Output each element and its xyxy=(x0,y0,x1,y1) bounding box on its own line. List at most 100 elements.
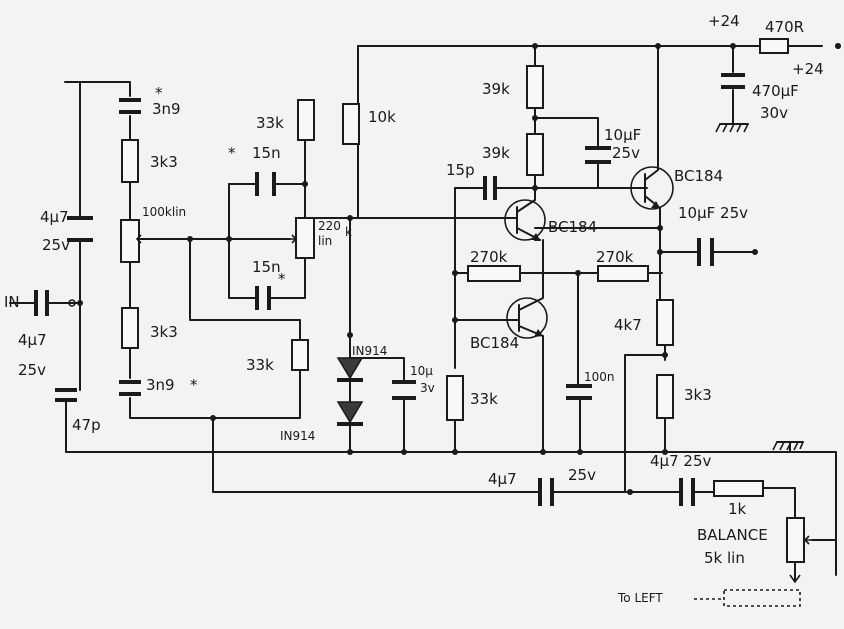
label-220-lin: lin xyxy=(318,234,332,248)
label-star-3n9-top: * xyxy=(155,84,163,102)
diodes xyxy=(336,357,364,426)
label-39k-mid: 39k xyxy=(482,144,510,162)
label-15n-bottom: 15n xyxy=(252,258,281,276)
cap-10uf-output xyxy=(697,238,714,266)
label-output-cap: 10μF 25v xyxy=(678,204,748,222)
label-to-left: To LEFT xyxy=(617,591,663,605)
cap-470uf xyxy=(721,73,745,89)
label-3n9-bottom: 3n9 xyxy=(146,376,175,394)
label-coupling-4u7: 4μ7 xyxy=(40,208,69,226)
label-bc184-q1: BC184 xyxy=(548,218,597,236)
label-balance-cap-right: 4μ7 25v xyxy=(650,452,711,470)
label-supply-in: +24 xyxy=(708,12,740,30)
resistor-39k-mid xyxy=(526,133,544,176)
resistor-1k xyxy=(713,480,764,497)
resistor-10k xyxy=(342,103,360,145)
label-10uf-25v: 25v xyxy=(612,144,640,162)
pot-220k-lin xyxy=(285,217,315,259)
transistor-q2-bc184 xyxy=(504,261,548,339)
label-input-cap-volt: 25v xyxy=(18,361,46,379)
ground-symbols xyxy=(715,123,804,451)
junction-dots xyxy=(77,43,841,495)
output-terminal xyxy=(835,43,841,49)
label-470r: 470R xyxy=(765,18,804,36)
transistors xyxy=(504,166,674,339)
label-220-k: k xyxy=(345,225,352,239)
label-star-15n-bottom: * xyxy=(278,270,286,288)
label-balance-cap-left: 4μ7 xyxy=(488,470,517,488)
label-4k7: 4k7 xyxy=(614,316,642,334)
potentiometers xyxy=(120,217,818,584)
label-10k: 10k xyxy=(368,108,396,126)
label-470uf: 470μF xyxy=(752,82,799,100)
label-47p: 47p xyxy=(72,416,101,434)
label-15n-top: 15n xyxy=(252,144,281,162)
cap-4u7-balance-right xyxy=(679,478,695,506)
label-balance: BALANCE xyxy=(697,526,768,544)
label-star-3n9-bottom: * xyxy=(190,376,198,394)
input-terminal xyxy=(68,299,76,307)
cap-15p xyxy=(483,176,497,200)
cap-4u7-balance-left xyxy=(538,478,554,506)
cap-3n9-bottom xyxy=(119,380,141,396)
cap-10u-3v xyxy=(392,380,416,400)
resistor-33k xyxy=(446,375,464,421)
label-3n9-top: 3n9 xyxy=(152,100,181,118)
label-bc184-out: BC184 xyxy=(674,167,723,185)
label-100klin: 100klin xyxy=(142,205,186,219)
cap-47p xyxy=(55,388,77,402)
cap-10uf-25v-amp xyxy=(585,146,611,164)
cap-100n xyxy=(566,384,592,400)
label-270k-left: 270k xyxy=(470,248,508,266)
resistor-270k-right xyxy=(597,265,649,282)
label-30v: 30v xyxy=(760,104,788,122)
label-input-cap: 4μ7 xyxy=(18,331,47,349)
resistor-33k-bottom xyxy=(291,339,309,371)
pot-100k-lin xyxy=(120,219,150,263)
resistor-470r xyxy=(759,38,789,54)
label-10u: 10μ xyxy=(410,364,433,378)
label-3v: 3v xyxy=(420,381,435,395)
label-in: IN xyxy=(4,293,20,311)
label-balance-cap-left-volt: 25v xyxy=(568,466,596,484)
pot-5k-balance xyxy=(786,517,818,584)
resistor-270k-left xyxy=(467,265,521,282)
label-10uf: 10μF xyxy=(604,126,641,144)
label-100n: 100n xyxy=(584,370,615,384)
label-33k-bottom: 33k xyxy=(246,356,274,374)
transistor-qout-bc184 xyxy=(630,166,674,210)
label-15p: 15p xyxy=(446,161,475,179)
cap-15n-bottom xyxy=(255,286,271,310)
resistor-4k7 xyxy=(656,299,674,346)
label-bc184-q2: BC184 xyxy=(470,334,519,352)
label-1k: 1k xyxy=(728,500,747,518)
transistor-q1-bc184 xyxy=(504,197,546,241)
cap-3n9-top xyxy=(119,98,141,114)
cap-15n-top xyxy=(255,172,276,196)
cap-4u7-coupling xyxy=(67,216,93,242)
ground-icon-rail xyxy=(772,441,804,451)
label-3k3-amp: 3k3 xyxy=(684,386,712,404)
label-3k3-bottom: 3k3 xyxy=(150,323,178,341)
label-33k-amp: 33k xyxy=(470,390,498,408)
wires xyxy=(9,45,837,581)
diode-in914-top xyxy=(336,357,364,382)
label-33k-top: 33k xyxy=(256,114,284,132)
resistor-33k-top xyxy=(297,99,315,141)
resistor-3k3 xyxy=(656,374,674,419)
label-coupling-25v: 25v xyxy=(42,236,70,254)
to-left-link xyxy=(694,589,801,607)
cap-4u7-input xyxy=(34,290,49,316)
label-270k-right: 270k xyxy=(596,248,634,266)
labels: +24 470R +24 470μF 30v IN 4μ7 25v 47p * … xyxy=(4,12,824,605)
label-supply-out: +24 xyxy=(792,60,824,78)
ground-icon-supply xyxy=(715,123,749,133)
label-3k3-top: 3k3 xyxy=(150,153,178,171)
resistors xyxy=(121,38,789,497)
label-star-15n-top: * xyxy=(228,144,236,162)
resistor-39k-top xyxy=(526,65,544,109)
label-5k-lin: 5k lin xyxy=(704,549,745,567)
resistor-3k3-bottom xyxy=(121,307,139,349)
